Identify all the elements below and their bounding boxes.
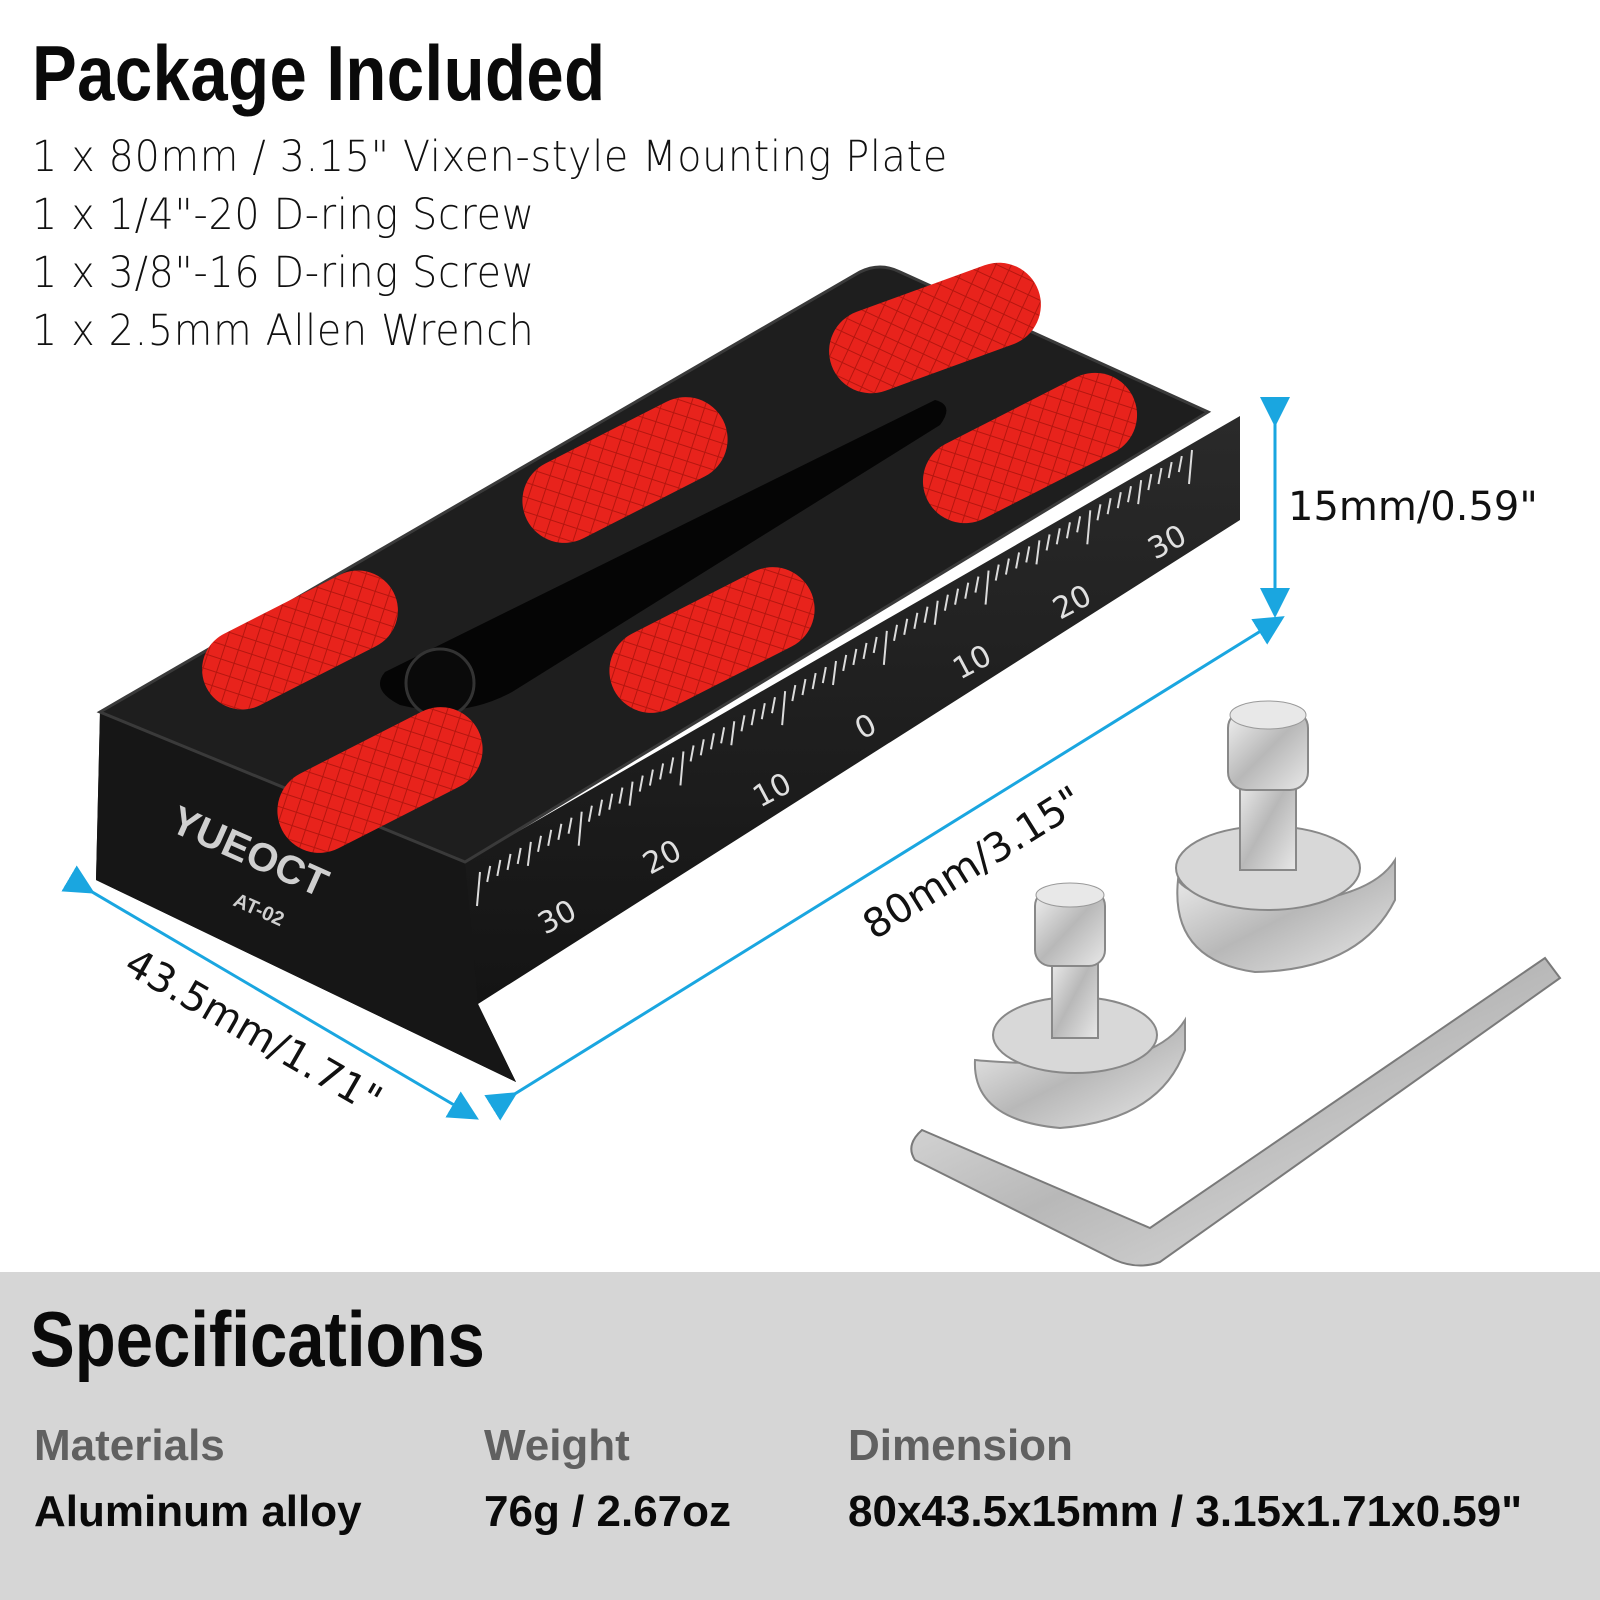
pad [277, 707, 483, 853]
package-item: 1 x 2.5mm Allen Wrench [32, 306, 535, 356]
spec-value: 76g / 2.67oz [484, 1487, 732, 1536]
ruler-tick [1106, 498, 1112, 515]
ruler-tick [1147, 473, 1153, 491]
ruler-tick [1025, 546, 1031, 563]
ruler-tick [1167, 461, 1173, 479]
ruler-tick [1096, 504, 1102, 521]
ruler-tick [1116, 492, 1122, 509]
ruler-tick [1157, 467, 1163, 485]
ruler-tick [1177, 455, 1183, 473]
spec-label: Dimension [848, 1421, 1073, 1470]
spec-value: Aluminum alloy [34, 1487, 362, 1536]
ruler-tick [1055, 528, 1061, 545]
d-ring-screw-large [1175, 700, 1396, 974]
ruler-tick [1004, 558, 1010, 575]
package-item: 1 x 3/8"-16 D-ring Screw [32, 248, 535, 298]
width-arrow [61, 865, 479, 1120]
ruler-tick [1086, 510, 1092, 545]
spec-label: Weight [484, 1421, 630, 1470]
pad [522, 397, 728, 543]
ruler-tick [1065, 522, 1071, 539]
ruler-tick [1015, 552, 1021, 569]
package-item: 1 x 80mm / 3.15" Vixen-style Mounting Pl… [32, 132, 948, 182]
ruler-tick [964, 582, 970, 599]
pad [829, 262, 1041, 394]
length-arrow [484, 616, 1285, 1121]
d-ring-screw-small [973, 882, 1186, 1130]
spec-label: Materials [34, 1421, 225, 1470]
ruler-tick [954, 588, 960, 605]
ruler-tick [984, 570, 990, 605]
ruler-tick [994, 564, 1000, 581]
ruler-tick [1076, 516, 1082, 533]
package-item: 1 x 1/4"-20 D-ring Screw [32, 190, 535, 240]
allen-wrench [910, 956, 1562, 1267]
ruler-tick [1045, 534, 1051, 551]
ruler-tick [943, 594, 949, 611]
spec-weight: Weight 76g / 2.67oz [484, 1418, 731, 1540]
dimension-arrows [61, 397, 1290, 1121]
specifications-title: Specifications [30, 1295, 485, 1383]
specifications-section: Specifications Materials Aluminum alloy … [0, 1272, 1600, 1600]
package-title: Package Included [32, 29, 606, 117]
ruler-tick [1126, 485, 1132, 503]
product-illustration: 30 20 10 0 10 20 30 YUEOCT AT-02 [61, 262, 1562, 1267]
package-list: 1 x 80mm / 3.15" Vixen-style Mounting Pl… [32, 128, 1028, 360]
pad [202, 570, 398, 710]
spec-value: 80x43.5x15mm / 3.15x1.71x0.59" [848, 1487, 1523, 1536]
spec-materials: Materials Aluminum alloy [34, 1418, 362, 1540]
height-dimension-label: 15mm/0.59" [1288, 484, 1538, 530]
ruler-tick [1035, 540, 1041, 565]
spec-dimension: Dimension 80x43.5x15mm / 3.15x1.71x0.59" [848, 1418, 1522, 1540]
ruler-tick [1137, 480, 1143, 505]
pad [922, 372, 1138, 524]
ruler-tick [1188, 449, 1193, 485]
ruler-tick [974, 576, 980, 593]
